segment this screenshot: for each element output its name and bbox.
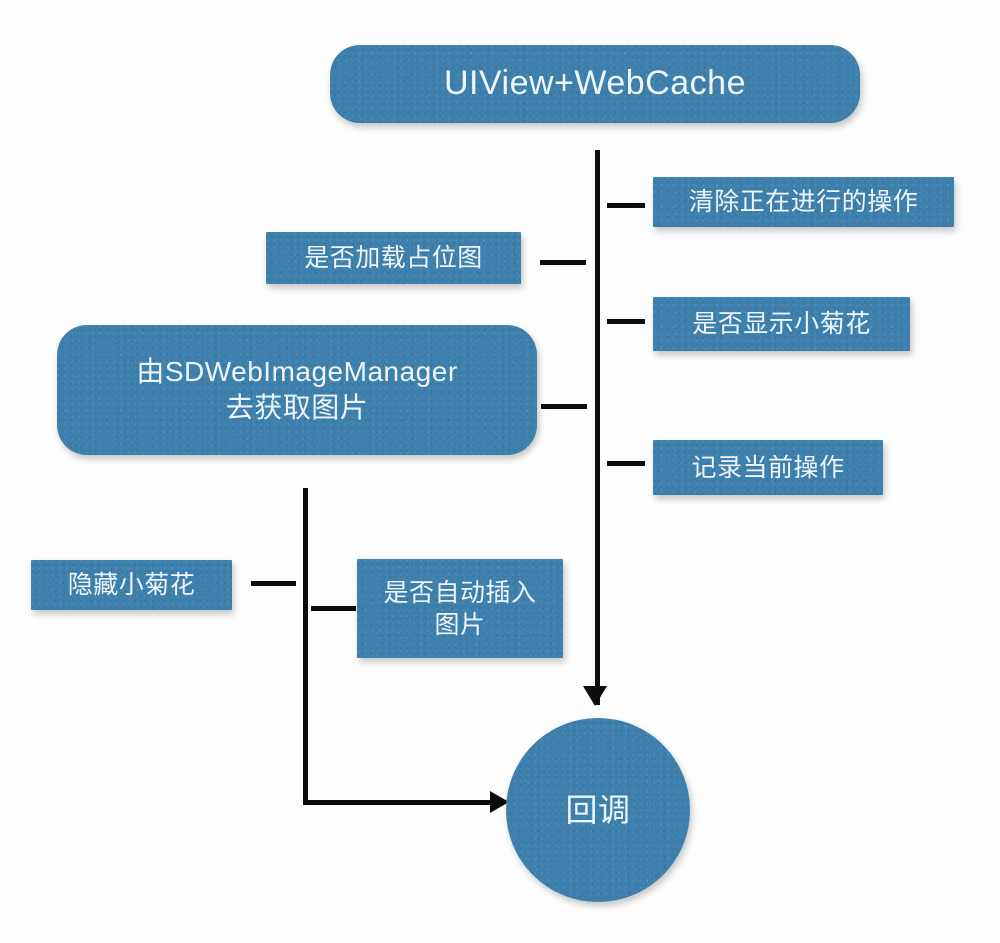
node-sdwebimagemanager-fetch-label: 由SDWebImageManager 去获取图片 [136,356,458,423]
node-auto-insert-image[interactable]: 是否自动插入 图片 [357,559,563,658]
connector-auto-insert-image [311,606,356,611]
connector-hide-spinner [251,581,296,586]
node-auto-insert-image-label: 是否自动插入 图片 [383,578,537,639]
connector-show-spinner [607,319,645,324]
edge-main-spine [595,150,600,705]
node-uiview-webcache-label: UIView+WebCache [443,64,746,103]
node-sdwebimagemanager-fetch[interactable]: 由SDWebImageManager 去获取图片 [57,325,537,455]
node-load-placeholder-label: 是否加载占位图 [304,244,483,272]
edge-branch-spine-arrowhead [490,791,509,813]
node-load-placeholder[interactable]: 是否加载占位图 [266,232,521,284]
connector-record-current-operation [607,461,645,466]
node-uiview-webcache[interactable]: UIView+WebCache [330,45,860,123]
node-callback-label: 回调 [565,791,631,828]
node-record-current-operation[interactable]: 记录当前操作 [653,440,883,495]
node-hide-spinner[interactable]: 隐藏小菊花 [31,560,232,610]
connector-sdwebimagemanager-fetch [541,404,587,409]
edge-branch-spine-horizontal [303,800,498,805]
node-show-spinner-label: 是否显示小菊花 [692,310,871,338]
node-show-spinner[interactable]: 是否显示小菊花 [653,297,910,351]
node-record-current-operation-label: 记录当前操作 [691,453,845,482]
node-clear-ongoing-operation[interactable]: 清除正在进行的操作 [653,177,954,227]
edge-main-spine-arrowhead [583,686,607,706]
node-callback[interactable]: 回调 [506,718,690,902]
connector-clear-ongoing-operation [607,203,645,208]
connector-load-placeholder [540,260,586,265]
node-hide-spinner-label: 隐藏小菊花 [67,571,196,599]
edge-branch-spine-vertical [303,488,308,805]
node-clear-ongoing-operation-label: 清除正在进行的操作 [688,188,919,216]
